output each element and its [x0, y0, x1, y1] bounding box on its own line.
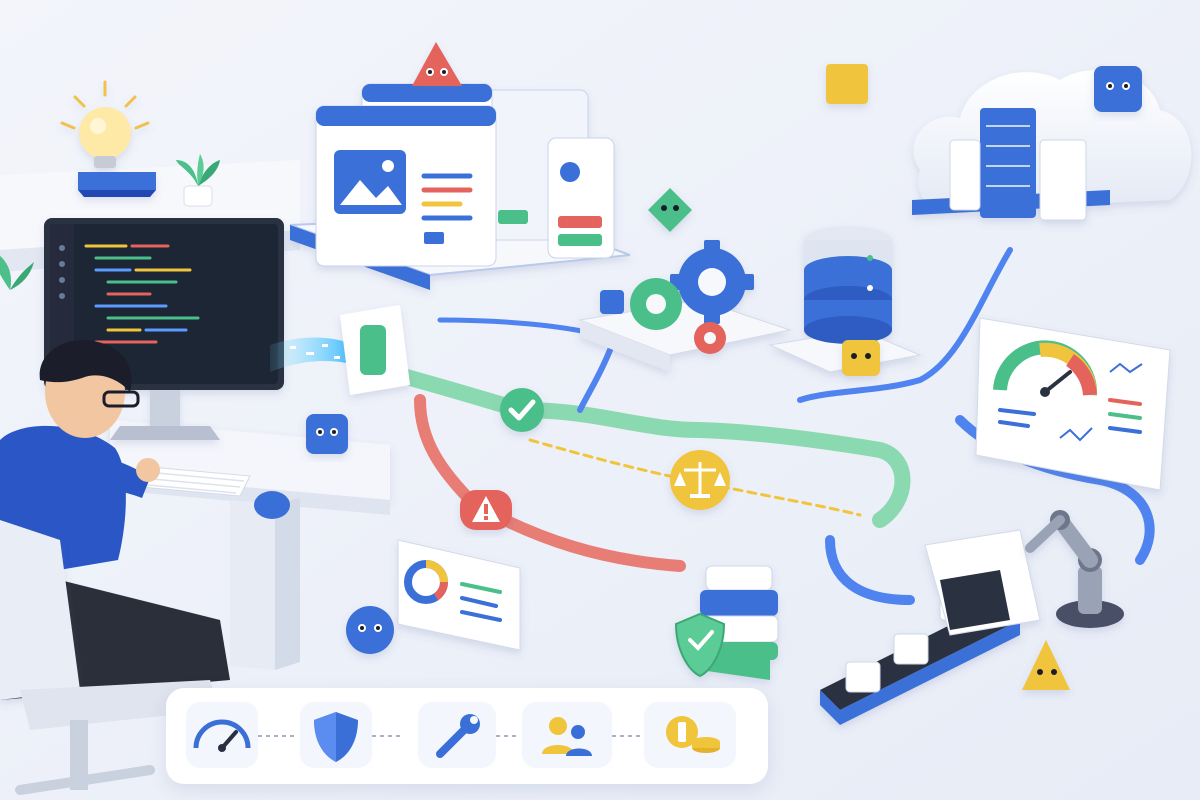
legend-icons — [186, 702, 736, 768]
plant-icon — [176, 154, 220, 207]
office-chair — [0, 520, 220, 795]
mascot-triangle-yellow — [1022, 640, 1070, 690]
pipeline-paths — [372, 247, 1155, 605]
database-icon — [768, 226, 922, 373]
code-lines — [84, 244, 200, 356]
mascot-cube-blue — [306, 414, 348, 454]
shield-icon — [300, 702, 372, 768]
shield-icon — [674, 565, 779, 680]
robot-arm-icon — [1025, 510, 1124, 628]
keyboard — [129, 465, 251, 497]
plant-icon-left — [0, 255, 34, 290]
data-stream — [270, 337, 355, 372]
mascot-triangle-red — [412, 42, 462, 86]
gauge-dashboard-icon — [975, 317, 1171, 491]
mouse — [254, 491, 290, 519]
balance-scale-icon — [670, 450, 730, 510]
ui-mockup-stack — [289, 83, 631, 290]
analytics-card — [397, 539, 521, 651]
mascot-cube-yellow — [826, 64, 880, 376]
check-circle-icon — [500, 388, 544, 432]
mascot-diamond-green — [648, 188, 692, 232]
deploy-path — [797, 247, 1013, 403]
mascot-cube-cloud — [1094, 66, 1142, 112]
legend-bar — [166, 688, 768, 784]
conveyor-belt-icon — [820, 529, 1041, 725]
wrench-icon — [418, 702, 496, 768]
lightbulb-icon — [60, 80, 156, 197]
speedometer-icon — [186, 702, 258, 768]
gear-cluster-icon — [578, 240, 792, 372]
storage-path — [577, 347, 613, 413]
alert-triangle-icon — [460, 490, 512, 530]
source-gateway — [340, 305, 410, 395]
mascot-ball-blue — [346, 606, 394, 654]
team-icon — [522, 702, 612, 768]
success-path — [372, 362, 911, 528]
coin-icon — [644, 702, 736, 768]
conveyor-path — [825, 535, 915, 605]
